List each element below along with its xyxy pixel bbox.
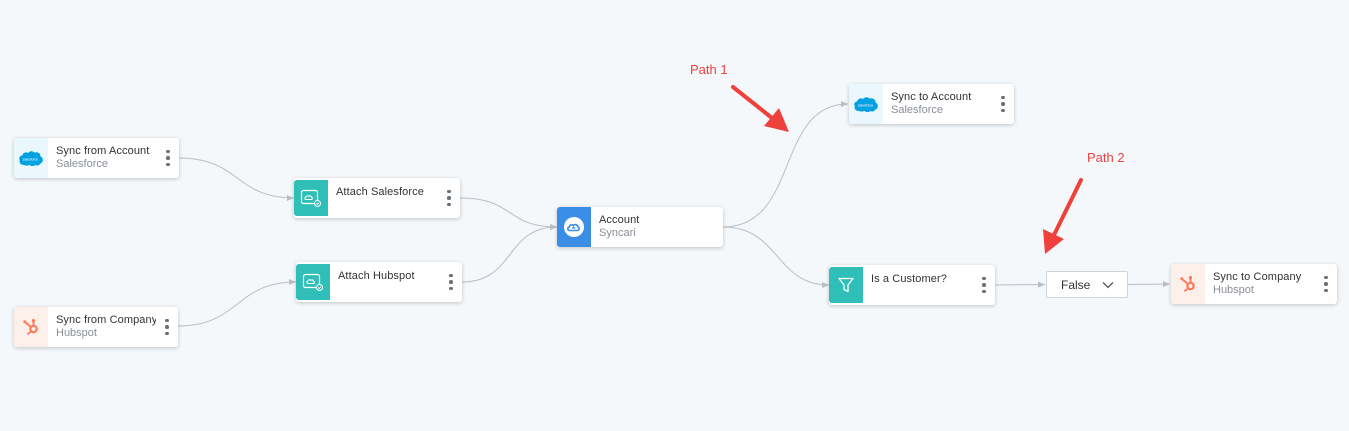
node-account-syncari[interactable]: Account Syncari xyxy=(557,207,723,247)
kebab-menu-icon[interactable] xyxy=(992,84,1014,124)
chevron-down-icon xyxy=(1102,281,1114,289)
node-sync-from-account[interactable]: salesforce Sync from Account Salesforce xyxy=(14,138,179,178)
node-subtitle: Hubspot xyxy=(1213,284,1254,296)
red-arrow-icon xyxy=(1043,178,1083,254)
node-title: Is a Customer? xyxy=(871,273,947,285)
node-title: Sync to Company xyxy=(1213,271,1302,283)
node-title: Sync to Account xyxy=(891,91,972,103)
hubspot-logo-icon xyxy=(1171,264,1205,304)
red-arrow-icon xyxy=(731,85,789,132)
funnel-icon xyxy=(829,267,863,303)
syncari-cloud-icon xyxy=(557,207,591,247)
kebab-menu-icon[interactable] xyxy=(156,307,178,347)
node-subtitle: Hubspot xyxy=(56,327,97,339)
salesforce-logo-icon: salesforce xyxy=(14,138,48,178)
node-sync-to-account[interactable]: salesforce Sync to Account Salesforce xyxy=(849,84,1014,124)
node-title: Attach Hubspot xyxy=(338,270,415,282)
svg-text:salesforce: salesforce xyxy=(23,157,39,161)
condition-dropdown[interactable]: False xyxy=(1046,271,1128,298)
svg-text:salesforce: salesforce xyxy=(858,103,874,107)
node-title: Sync from Company xyxy=(56,314,156,326)
kebab-menu-icon[interactable] xyxy=(438,178,460,218)
kebab-menu-icon[interactable] xyxy=(1315,264,1337,304)
node-title: Account xyxy=(599,214,640,226)
salesforce-logo-icon: salesforce xyxy=(849,84,883,124)
kebab-menu-icon[interactable] xyxy=(440,262,462,302)
node-sync-from-company[interactable]: Sync from Company Hubspot xyxy=(14,307,178,347)
node-subtitle: Salesforce xyxy=(891,104,943,116)
condition-dropdown-value: False xyxy=(1061,277,1091,292)
node-title: Attach Salesforce xyxy=(336,186,424,198)
node-subtitle: Salesforce xyxy=(56,158,108,170)
kebab-menu-icon[interactable] xyxy=(973,265,995,305)
attach-cloud-icon xyxy=(296,264,330,300)
annotation-path-2-label: Path 2 xyxy=(1087,150,1125,165)
node-subtitle: Syncari xyxy=(599,227,636,239)
hubspot-logo-icon xyxy=(14,307,48,347)
attach-cloud-icon xyxy=(294,180,328,216)
node-title: Sync from Account xyxy=(56,145,150,157)
node-attach-salesforce[interactable]: Attach Salesforce xyxy=(294,178,460,218)
node-is-a-customer[interactable]: Is a Customer? xyxy=(829,265,995,305)
annotation-path-1-label: Path 1 xyxy=(690,62,728,77)
node-attach-hubspot[interactable]: Attach Hubspot xyxy=(296,262,462,302)
kebab-menu-icon[interactable] xyxy=(157,138,179,178)
node-sync-to-company[interactable]: Sync to Company Hubspot xyxy=(1171,264,1337,304)
